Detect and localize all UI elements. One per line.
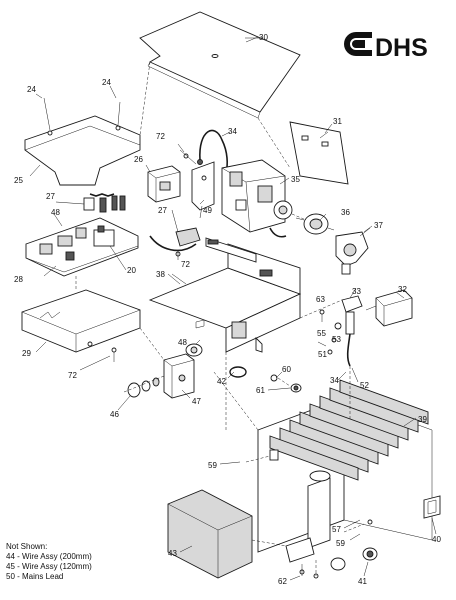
part-49-bracket [191, 161, 215, 211]
callout-48: 48 [51, 208, 60, 217]
leader-lines [35, 36, 437, 581]
part-35-gas-valve [221, 159, 293, 238]
callout-36: 36 [341, 208, 350, 217]
callout-34: 34 [228, 127, 237, 136]
callout-33: 33 [352, 287, 361, 296]
callout-35: 35 [291, 175, 300, 184]
not-shown-note: Not Shown: 44 - Wire Assy (200mm) 45 - W… [6, 542, 92, 582]
callout-63: 63 [316, 295, 325, 304]
callout-59: 59 [336, 539, 345, 548]
part-63-55-51-fixings [319, 309, 337, 355]
callout-60: 60 [282, 365, 291, 374]
callout-26: 26 [134, 155, 143, 164]
callout-24: 24 [27, 85, 36, 94]
callout-27: 27 [158, 206, 167, 215]
part-37-elbow [335, 225, 373, 275]
dhs-logo: DHS [344, 32, 428, 62]
part-46-nut [123, 375, 165, 398]
part-60-61-fittings [270, 374, 302, 393]
callout-30: 30 [259, 33, 268, 42]
part-38-chassis [148, 237, 302, 353]
part-27-wire-clip-lower [149, 209, 201, 252]
callout-72: 72 [156, 132, 165, 141]
not-shown-item: 44 - Wire Assy (200mm) [6, 552, 92, 561]
callout-61: 61 [256, 386, 265, 395]
callout-72: 72 [181, 260, 190, 269]
callout-27: 27 [46, 192, 55, 201]
part-43-block [167, 489, 253, 579]
callout-40: 40 [432, 535, 441, 544]
part-48-knob [185, 343, 203, 357]
part-30-cover-plate [139, 11, 301, 119]
callout-32: 32 [398, 285, 407, 294]
part-34-lead [197, 129, 231, 173]
callout-20: 20 [127, 266, 136, 275]
callout-72: 72 [68, 371, 77, 380]
callout-47: 47 [192, 397, 201, 406]
callout-25: 25 [14, 176, 23, 185]
part-41-nozzle [330, 547, 378, 571]
callout-labels: 30 24 24 25 34 72 26 35 31 27 48 27 49 3… [14, 33, 441, 586]
not-shown-item: 45 - Wire Assy (120mm) [6, 562, 92, 571]
callout-24: 24 [102, 78, 111, 87]
callout-38: 38 [156, 270, 165, 279]
part-72-screw-lower [79, 347, 117, 371]
callout-43: 43 [168, 549, 177, 558]
callout-62: 62 [278, 577, 287, 586]
callout-41: 41 [358, 577, 367, 586]
callout-37: 37 [374, 221, 383, 230]
part-72-screw-top [177, 143, 197, 165]
part-36-connector [291, 213, 335, 235]
callout-34: 34 [330, 376, 339, 385]
callout-42: 42 [217, 377, 226, 386]
part-31-panel [289, 121, 349, 185]
part-26-relay [145, 164, 181, 203]
callout-31: 31 [333, 117, 342, 126]
callout-52: 52 [360, 381, 369, 390]
part-28-pcb [25, 213, 139, 277]
part-32-spark-generator [365, 289, 413, 327]
callout-28: 28 [14, 275, 23, 284]
callout-57: 57 [332, 525, 341, 534]
part-47-switch [163, 353, 195, 399]
part-40-gasket [423, 495, 441, 519]
callout-46: 46 [110, 410, 119, 419]
logo-text: DHS [375, 34, 428, 62]
callout-55: 55 [317, 329, 326, 338]
callout-29: 29 [22, 349, 31, 358]
part-25-casing [24, 97, 141, 186]
assembly-lines [75, 61, 365, 576]
callout-49: 49 [203, 206, 212, 215]
part-62-screw [299, 564, 319, 579]
callout-53: 53 [332, 335, 341, 344]
callout-51: 51 [318, 350, 327, 359]
part-57-injector [285, 470, 373, 563]
part-29-tray [21, 289, 141, 353]
callout-39: 39 [418, 415, 427, 424]
callout-48: 48 [178, 338, 187, 347]
not-shown-item: 50 - Mains Lead [6, 572, 64, 581]
part-33-pilot [334, 295, 363, 367]
part-42-o-ring [229, 366, 247, 378]
not-shown-heading: Not Shown: [6, 542, 48, 551]
callout-59: 59 [208, 461, 217, 470]
part-39-burner [257, 379, 433, 553]
part-27-wire-clip-top [83, 193, 126, 213]
part-72-screw-mid [175, 251, 181, 260]
